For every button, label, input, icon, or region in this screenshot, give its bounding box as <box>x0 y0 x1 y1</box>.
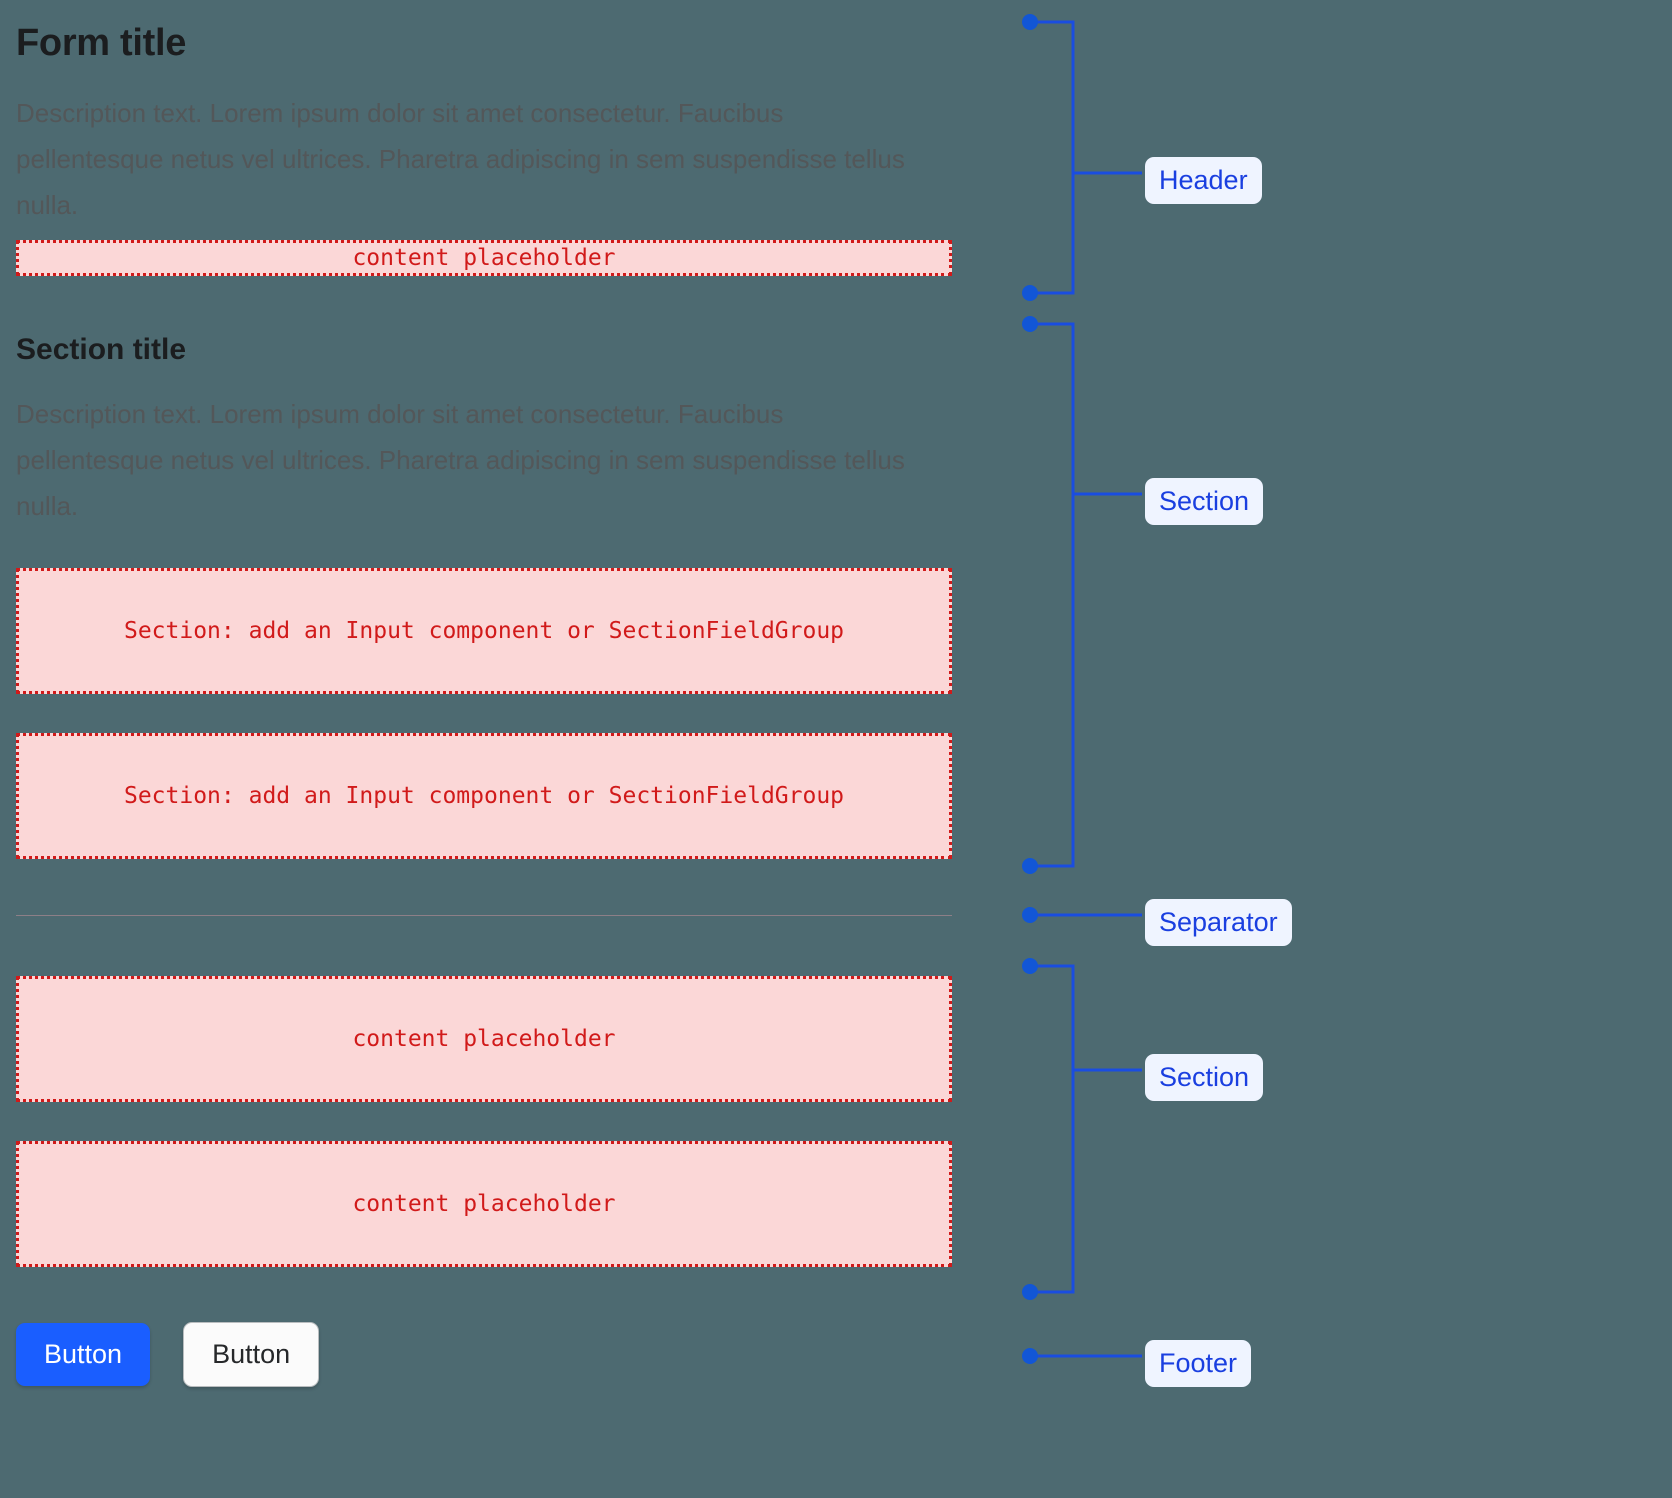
section-field-placeholder-1[interactable]: Section: add an Input component or Secti… <box>16 568 952 694</box>
annotation-badge-separator[interactable]: Separator <box>1145 899 1292 946</box>
anchor-dot-header-top <box>1022 14 1038 30</box>
secondary-button[interactable]: Button <box>183 1322 320 1387</box>
section-content-placeholder-1-label: content placeholder <box>352 1026 616 1052</box>
section-content-placeholder-2-label: content placeholder <box>352 1191 616 1217</box>
form-footer: Button Button <box>16 1322 320 1387</box>
header-bracket <box>1030 20 1075 295</box>
annotation-badge-header[interactable]: Header <box>1145 157 1262 204</box>
annotation-badge-footer[interactable]: Footer <box>1145 1340 1252 1387</box>
anchor-dot-section-two-top <box>1022 958 1038 974</box>
primary-button[interactable]: Button <box>16 1323 151 1386</box>
header-content-placeholder[interactable]: content placeholder <box>16 240 952 276</box>
anchor-dot-section-one-bottom <box>1022 858 1038 874</box>
section-two-bracket <box>1030 964 1075 1294</box>
anchor-dot-header-bottom <box>1022 285 1038 301</box>
anchor-dot-separator <box>1022 907 1038 923</box>
header-content-placeholder-label: content placeholder <box>352 245 616 271</box>
anchor-dot-section-two-bottom <box>1022 1284 1038 1300</box>
anchor-dot-footer <box>1022 1348 1038 1364</box>
section-content-placeholder-2[interactable]: content placeholder <box>16 1141 952 1267</box>
annotation-anchor-dots <box>1022 14 1038 1364</box>
section-field-placeholder-2[interactable]: Section: add an Input component or Secti… <box>16 733 952 859</box>
annotation-badge-section-two[interactable]: Section <box>1145 1054 1264 1101</box>
section-field-placeholder-1-label: Section: add an Input component or Secti… <box>123 618 845 644</box>
section-title: Section title <box>16 333 187 366</box>
annotation-badge-section-one[interactable]: Section <box>1145 478 1264 525</box>
form-preview: Form title Description text. Lorem ipsum… <box>16 22 952 1387</box>
anchor-dot-section-one-top <box>1022 316 1038 332</box>
section-content-placeholder-1[interactable]: content placeholder <box>16 976 952 1102</box>
section-one-bracket <box>1030 322 1075 868</box>
form-header-description: Description text. Lorem ipsum dolor sit … <box>16 98 905 220</box>
section-field-placeholder-2-label: Section: add an Input component or Secti… <box>123 783 845 809</box>
form-separator <box>16 915 952 916</box>
section-description: Description text. Lorem ipsum dolor sit … <box>16 399 905 521</box>
form-title: Form title <box>16 22 187 64</box>
